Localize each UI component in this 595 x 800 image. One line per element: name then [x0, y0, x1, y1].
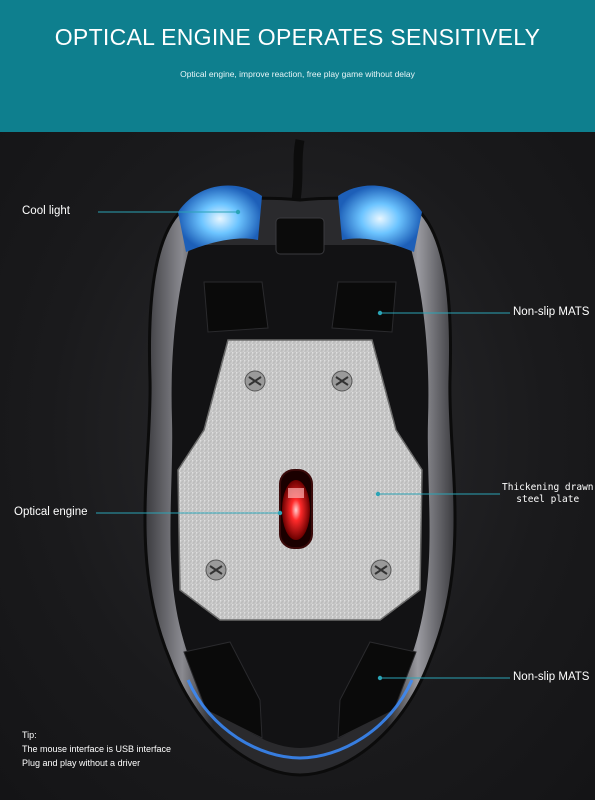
- tip-note: Tip: The mouse interface is USB interfac…: [22, 728, 171, 770]
- screw-bottom-left: [205, 559, 227, 581]
- callout-steel-plate: Thickening drawn steel plate: [502, 482, 594, 506]
- tip-line-1: The mouse interface is USB interface: [22, 744, 172, 754]
- cool-light-left: [178, 185, 262, 252]
- callout-optical-engine: Optical engine: [14, 506, 88, 518]
- screw-bottom-right: [370, 559, 392, 581]
- non-slip-mat-bottom-right: [337, 641, 417, 739]
- optical-sensor: [279, 469, 313, 549]
- banner-subtitle: Optical engine, improve reaction, free p…: [180, 69, 415, 79]
- header-banner: OPTICAL ENGINE OPERATES SENSITIVELY Opti…: [0, 0, 595, 132]
- callout-dot-non-slip-bottom: [377, 675, 383, 681]
- banner-title: OPTICAL ENGINE OPERATES SENSITIVELY: [54, 24, 541, 50]
- non-slip-mat-top-left: [203, 281, 269, 333]
- tip-line-2: Plug and play without a driver: [22, 758, 141, 768]
- tip-heading: Tip:: [22, 730, 37, 740]
- non-slip-mat-top-right: [331, 281, 397, 333]
- callout-dot-optical-engine: [277, 510, 283, 516]
- non-slip-mat-bottom-left: [183, 641, 263, 739]
- callout-non-slip-top: Non-slip MATS: [513, 306, 590, 318]
- callout-dot-cool-light: [235, 209, 241, 215]
- cable-socket: [275, 217, 325, 255]
- screw-top-left: [244, 370, 266, 392]
- bottom-light-strip: [186, 679, 414, 760]
- callout-steel-plate-line2: steel plate: [516, 494, 580, 505]
- callout-dot-non-slip-top: [377, 310, 383, 316]
- callout-steel-plate-line1: Thickening drawn: [502, 482, 594, 493]
- callout-non-slip-bottom: Non-slip MATS: [513, 671, 590, 683]
- cool-light-right: [338, 185, 422, 252]
- screw-top-right: [331, 370, 353, 392]
- callout-cool-light: Cool light: [22, 205, 70, 217]
- callout-dot-steel-plate: [375, 491, 381, 497]
